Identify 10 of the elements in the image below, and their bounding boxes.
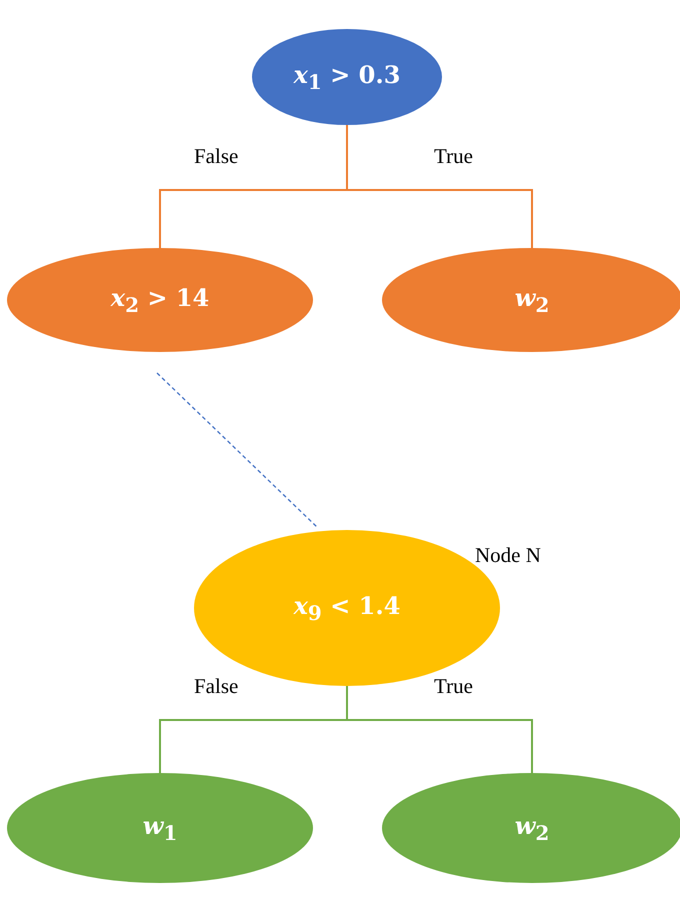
node-caption: Node N — [475, 543, 541, 568]
connector-line — [346, 125, 533, 248]
node-label: w$_{1}$ — [142, 811, 178, 845]
node-label: w$_{2}$ — [514, 811, 550, 845]
node-label: w$_{2}$ — [514, 283, 550, 317]
connector-line — [346, 686, 533, 773]
node-label: x$_{2}$ > 14 — [110, 283, 210, 317]
dashed-connector — [156, 372, 318, 528]
node-label: x$_{1}$ > 0.3 — [294, 60, 400, 94]
node-label: x$_{9}$ < 1.4 — [294, 591, 400, 625]
